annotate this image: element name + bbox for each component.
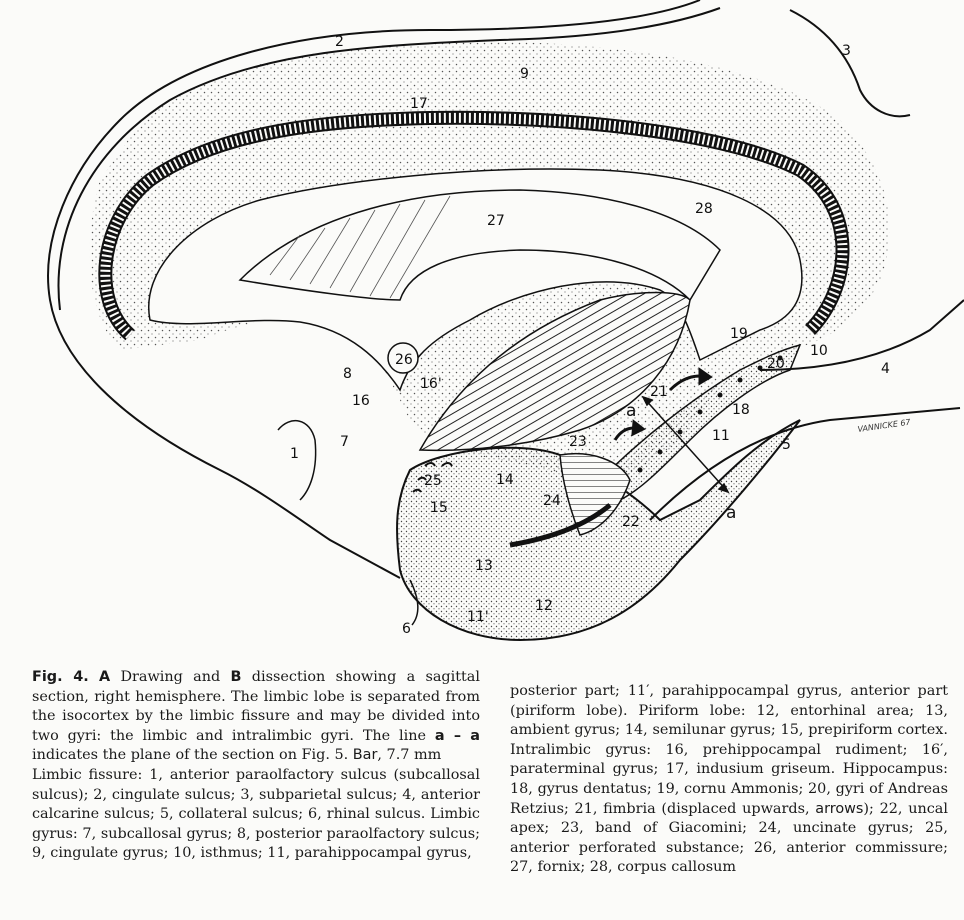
caption-right-column: posterior part; 11′, parahippocampal gyr… [510,682,948,878]
label-a-lower: a [726,503,736,523]
label-22: 22 [622,514,640,530]
sagittal-section-drawing: 1 2 3 4 5 6 7 8 9 10 11 11' 12 13 14 15 … [0,0,964,660]
label-3: 3 [842,43,851,59]
label-10: 10 [810,343,828,359]
label-20: 20 [767,356,785,372]
figure-caption: Fig. 4. A Drawing and B dissection showi… [0,668,964,918]
figure-number: Fig. 4. [32,669,89,685]
panel-b-marker: B [231,669,242,685]
label-18: 18 [732,402,750,418]
label-26: 26 [395,352,413,368]
label-27: 27 [487,213,505,229]
label-21: 21 [650,384,668,400]
arrows-label: arrows [815,801,863,817]
label-11-prime: 11' [467,609,489,625]
label-7: 7 [340,434,349,450]
label-9: 9 [520,66,529,82]
legend-left: Limbic fissure: 1, anterior paraolfactor… [32,766,480,864]
legend-right-1: posterior part; 11′, parahippocampal gyr… [510,683,948,817]
bar-label: Bar [353,747,378,763]
label-16-prime: 16' [420,376,442,392]
section-line-label: a – a [435,728,480,744]
label-23: 23 [569,434,587,450]
label-24: 24 [543,493,561,509]
label-11: 11 [712,428,730,444]
label-2: 2 [335,34,344,50]
label-13: 13 [475,558,493,574]
label-a-upper: a [626,401,636,421]
label-17: 17 [410,96,428,112]
label-19: 19 [730,326,748,342]
label-1: 1 [290,446,299,462]
caption-left-column: Fig. 4. A Drawing and B dissection showi… [32,668,480,864]
label-6: 6 [402,621,411,637]
label-15: 15 [430,500,448,516]
artist-signature: VANNICKE 67 [857,418,912,434]
label-28: 28 [695,201,713,217]
label-25: 25 [424,473,442,489]
caption-text-3: indicates the plane of the section on Fi… [32,747,353,763]
label-4: 4 [881,361,890,377]
label-14: 14 [496,472,514,488]
caption-text-4: , 7.7 mm [377,747,441,763]
caption-text-1: Drawing and [110,669,230,685]
label-5: 5 [782,437,791,453]
label-16: 16 [352,393,370,409]
label-8: 8 [343,366,352,382]
label-12: 12 [535,598,553,614]
panel-a-marker: A [99,669,110,685]
